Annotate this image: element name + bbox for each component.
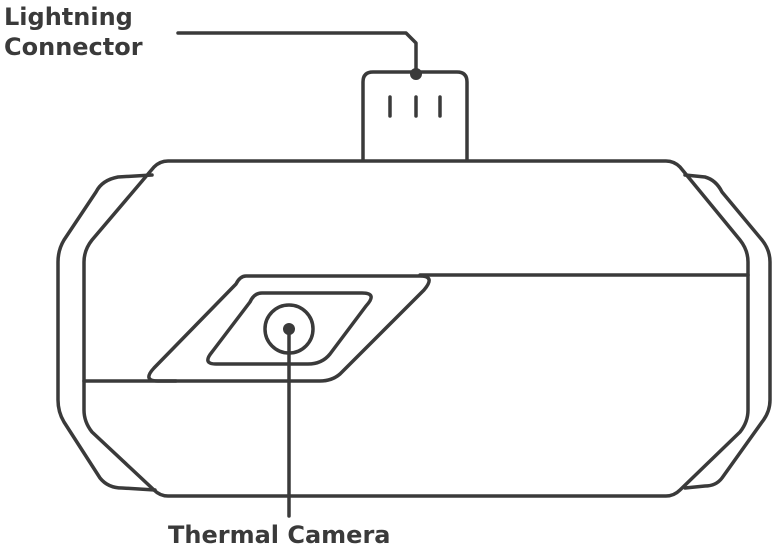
lightning-connector (361, 70, 469, 162)
lightning-connector-label-line1: Lightning (4, 3, 133, 31)
camera-body (82, 159, 750, 498)
thermal-camera-label: Thermal Camera (168, 521, 391, 549)
right-bumper (683, 173, 772, 490)
lightning-connector-label: Lightning Connector (4, 2, 143, 62)
lightning-connector-label-line2: Connector (4, 33, 143, 61)
lens-window-outer (147, 274, 431, 383)
connector-leader-line (176, 31, 418, 76)
left-bumper (56, 173, 157, 492)
lens-window-inner (206, 291, 373, 366)
connector-leader-dot (410, 68, 422, 80)
